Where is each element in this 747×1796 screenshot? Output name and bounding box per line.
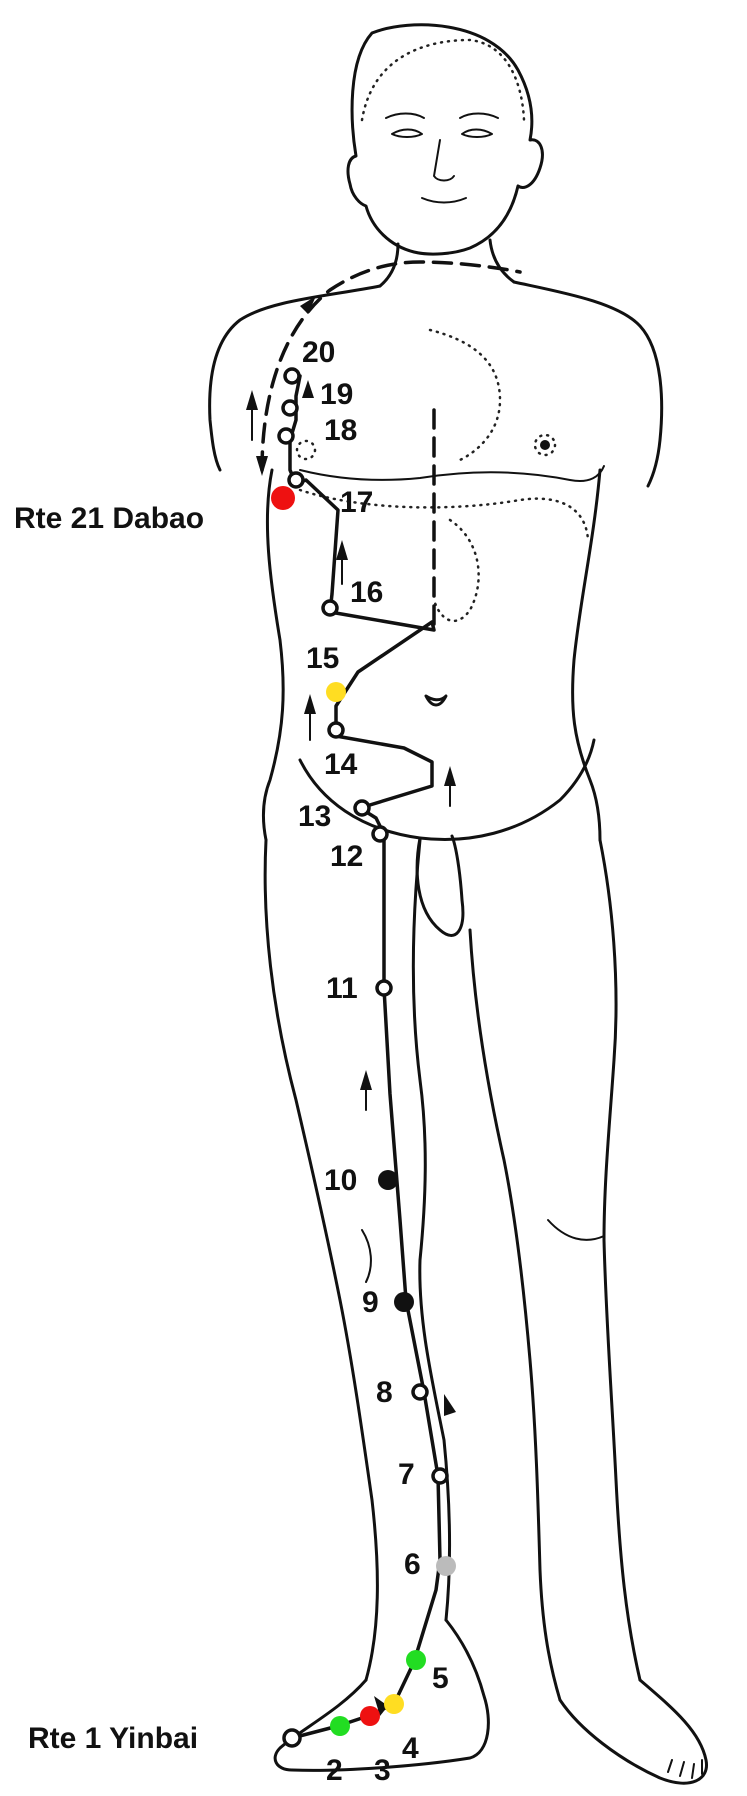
acupoint-marker: [281, 399, 299, 417]
acupoint-marker: [327, 721, 345, 739]
acupoint-marker: [394, 1292, 414, 1312]
direction-arrows: [246, 296, 456, 1716]
acupoint-marker: [360, 1706, 380, 1726]
nipple-marker: [540, 440, 550, 450]
stomach-outline: [428, 328, 502, 462]
left-leg-inner: [411, 838, 452, 1622]
acupoint-marker: [277, 427, 295, 445]
right-foot: [558, 1678, 708, 1785]
navel: [424, 694, 448, 707]
acupoint-marker: [411, 1383, 429, 1401]
nipple-marker-ring: [533, 433, 557, 457]
arrow-icon: [444, 1394, 456, 1416]
acupoint-label: 2: [326, 1754, 343, 1787]
acupoint-marker: [330, 1716, 350, 1736]
left-eye: [391, 128, 423, 138]
acupoint-label: 14: [324, 748, 358, 781]
acupoint-label: 12: [330, 840, 363, 873]
torso-right: [571, 468, 602, 842]
acupoint-marker: [431, 1467, 449, 1485]
acupoint-marker: [436, 1556, 456, 1576]
acupoint-marker: [326, 682, 346, 702]
acupoint-label: 9: [362, 1286, 379, 1319]
left-nipple-ring: [295, 439, 317, 461]
acupoint-marker: [378, 1170, 398, 1190]
arrow-icon: [300, 296, 316, 314]
acupoint-marker: [283, 367, 301, 385]
body-outline: [208, 23, 708, 1785]
right-eye: [461, 128, 493, 138]
upper-dashed-branch: [260, 260, 522, 472]
acupoint-marker: [375, 979, 393, 997]
acupoint-label: 18: [324, 414, 357, 447]
acupoint-marker: [371, 825, 389, 843]
end-point-marker: [271, 486, 295, 510]
end-point-label: Rte 21 Dabao: [14, 502, 204, 535]
acupoint-label: 20: [302, 336, 335, 369]
arrow-icon: [302, 380, 314, 398]
right-toes: [667, 1759, 703, 1779]
start-point-marker: [282, 1728, 302, 1748]
arrow-icon: [304, 694, 316, 714]
chest-line: [299, 465, 605, 482]
acupoint-marker: [321, 599, 339, 617]
start-point-label: Rte 1 Yinbai: [28, 1722, 198, 1755]
acupoint-marker: [406, 1650, 426, 1670]
neck-left: [378, 242, 400, 288]
arrow-icon: [246, 390, 258, 410]
acupoint-label: 13: [298, 800, 331, 833]
right-leg-outer: [598, 838, 642, 1682]
organ-outline: [432, 518, 480, 622]
neck-right: [488, 238, 516, 284]
left-foot: [273, 1618, 490, 1772]
acupoint-label: 8: [376, 1376, 393, 1409]
arrow-icon: [360, 1070, 372, 1090]
arrow-icon: [336, 540, 348, 560]
acupoint-label: 10: [324, 1164, 357, 1197]
arrow-icon: [256, 456, 268, 476]
torso-left: [261, 468, 285, 842]
left-knee: [361, 1229, 372, 1283]
mouth: [421, 197, 467, 204]
right-eyebrow: [459, 112, 499, 119]
acupoint-label: 6: [404, 1548, 421, 1581]
arrow-icon: [374, 1696, 388, 1716]
acupoint-marker: [384, 1694, 404, 1714]
acupoint-label: 5: [432, 1662, 449, 1695]
acupoint-label: 11: [326, 972, 358, 1005]
left-eyebrow: [385, 112, 425, 119]
acupoint-label: 15: [306, 642, 339, 675]
right-knee: [547, 1219, 605, 1241]
acupoint-label: 19: [320, 378, 353, 411]
arrow-icon: [444, 766, 456, 786]
nose: [433, 139, 455, 182]
right-leg-inner: [468, 928, 562, 1702]
rib-outline: [298, 488, 590, 542]
acupoint-label: 7: [398, 1458, 415, 1491]
right-shoulder-arm: [512, 280, 664, 488]
left-leg-outer: [263, 838, 379, 1682]
acupoint-label: 4: [402, 1732, 419, 1765]
acupoint-marker: [287, 471, 305, 489]
hairline: [360, 38, 526, 122]
acupoint-label: 3: [374, 1754, 391, 1787]
acupoint-label: 16: [350, 576, 383, 609]
head-outline: [346, 23, 544, 256]
lower-abdomen: [298, 738, 596, 841]
groin: [415, 834, 465, 937]
acupoint-marker: [353, 799, 371, 817]
acupoint-label: 17: [340, 486, 373, 519]
left-shoulder-arm: [208, 284, 382, 472]
